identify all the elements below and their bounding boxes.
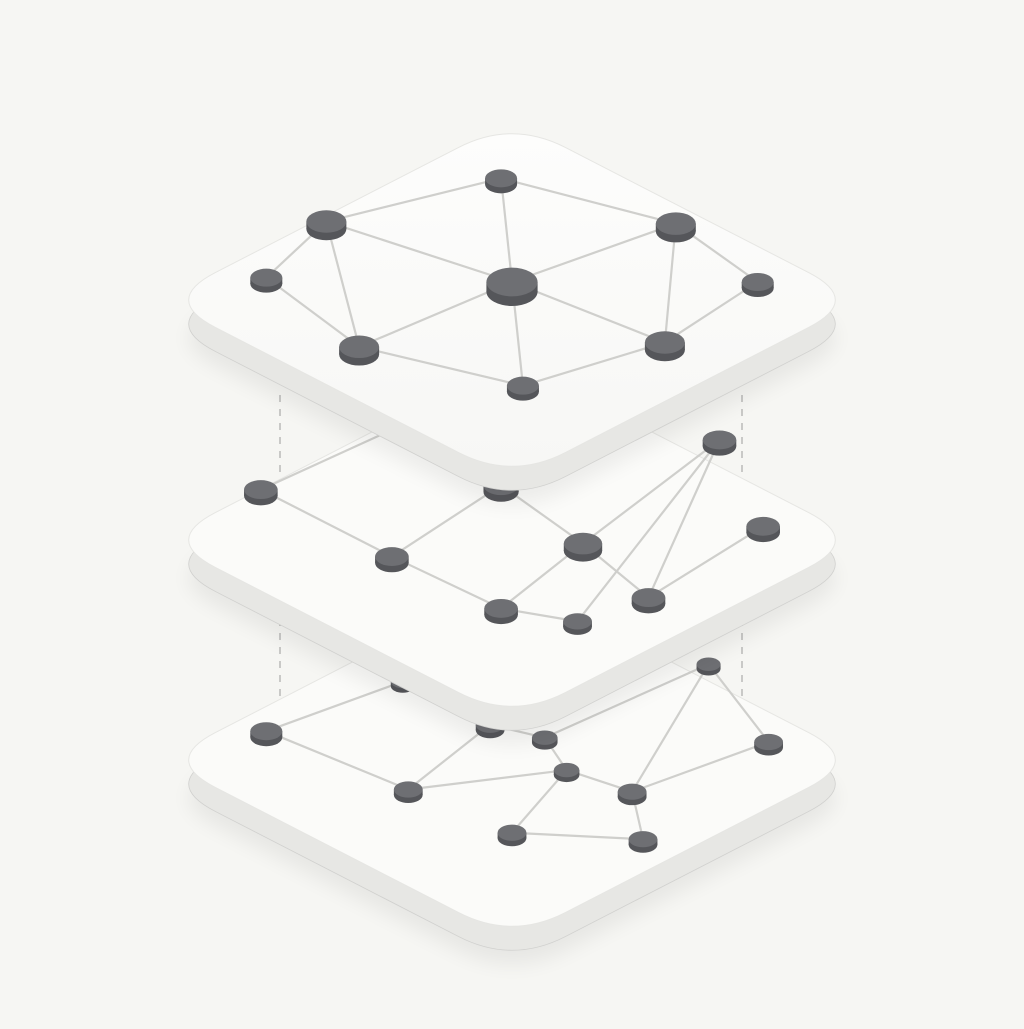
node-top <box>486 267 538 297</box>
node-top <box>339 335 380 359</box>
network-node <box>563 613 592 635</box>
network-edge <box>265 276 360 348</box>
node-top <box>655 212 696 235</box>
node-top <box>250 722 283 741</box>
network-node <box>644 331 685 362</box>
network-node <box>506 376 539 401</box>
network-edge <box>663 223 677 343</box>
node-top <box>754 733 784 751</box>
network-node <box>497 824 527 847</box>
network-node <box>250 722 283 747</box>
network-node <box>484 598 518 625</box>
node-top <box>244 480 278 500</box>
network-edge <box>631 740 769 793</box>
network-node <box>244 480 278 506</box>
network-edge <box>511 769 568 834</box>
network-node <box>754 733 784 756</box>
node-top <box>696 657 721 671</box>
node-top <box>250 268 283 287</box>
network-node <box>655 212 696 243</box>
network-edge <box>707 663 770 743</box>
node-top <box>306 210 347 233</box>
network-edge <box>511 831 644 841</box>
node-top <box>506 376 539 395</box>
network-edge <box>647 525 764 599</box>
network-node <box>563 532 603 562</box>
network-node <box>485 169 518 194</box>
node-top <box>617 783 647 800</box>
network-node <box>486 267 538 306</box>
network-node <box>628 831 658 853</box>
network-node <box>393 781 423 804</box>
network-node <box>375 547 409 573</box>
network-edge <box>522 341 666 387</box>
plates <box>188 133 836 965</box>
network-node <box>617 783 647 806</box>
network-node <box>250 268 283 293</box>
network-edge <box>358 345 524 387</box>
network-edge <box>499 178 514 283</box>
network-node <box>741 273 774 297</box>
node-top <box>563 613 592 630</box>
node-top <box>393 781 423 798</box>
network-edge <box>582 439 721 545</box>
node-top <box>484 598 518 618</box>
network-edge <box>511 222 677 284</box>
node-top <box>375 547 409 567</box>
node-top <box>553 762 580 778</box>
network-edge <box>326 177 502 223</box>
plate-middle <box>188 373 836 745</box>
node-top <box>497 824 527 841</box>
network-edge <box>664 281 759 344</box>
network-edge <box>631 663 710 793</box>
node-top <box>702 430 737 450</box>
node-top <box>628 831 658 848</box>
node-top <box>485 169 518 188</box>
network-node <box>306 210 347 241</box>
network-edge <box>265 730 409 791</box>
network-edge <box>325 221 361 348</box>
network-edge <box>576 439 721 623</box>
plate-top <box>188 133 836 505</box>
network-node <box>746 516 780 543</box>
network-edge <box>408 768 567 791</box>
node-top <box>631 588 666 608</box>
network-edge <box>260 488 393 558</box>
network-edge <box>326 220 513 284</box>
network-nodes <box>250 169 774 401</box>
network-edge <box>500 177 677 225</box>
network-node <box>553 762 580 783</box>
node-top <box>644 331 685 354</box>
node-top <box>746 516 780 536</box>
network-node <box>702 430 737 456</box>
node-top <box>563 532 603 555</box>
network-edges <box>265 177 759 387</box>
network-edge <box>647 439 721 599</box>
network-node <box>631 588 666 614</box>
network-node <box>696 657 721 676</box>
network-edge <box>391 555 502 610</box>
node-top <box>741 273 774 291</box>
plate-bottom <box>188 593 836 965</box>
network-node <box>339 335 380 366</box>
